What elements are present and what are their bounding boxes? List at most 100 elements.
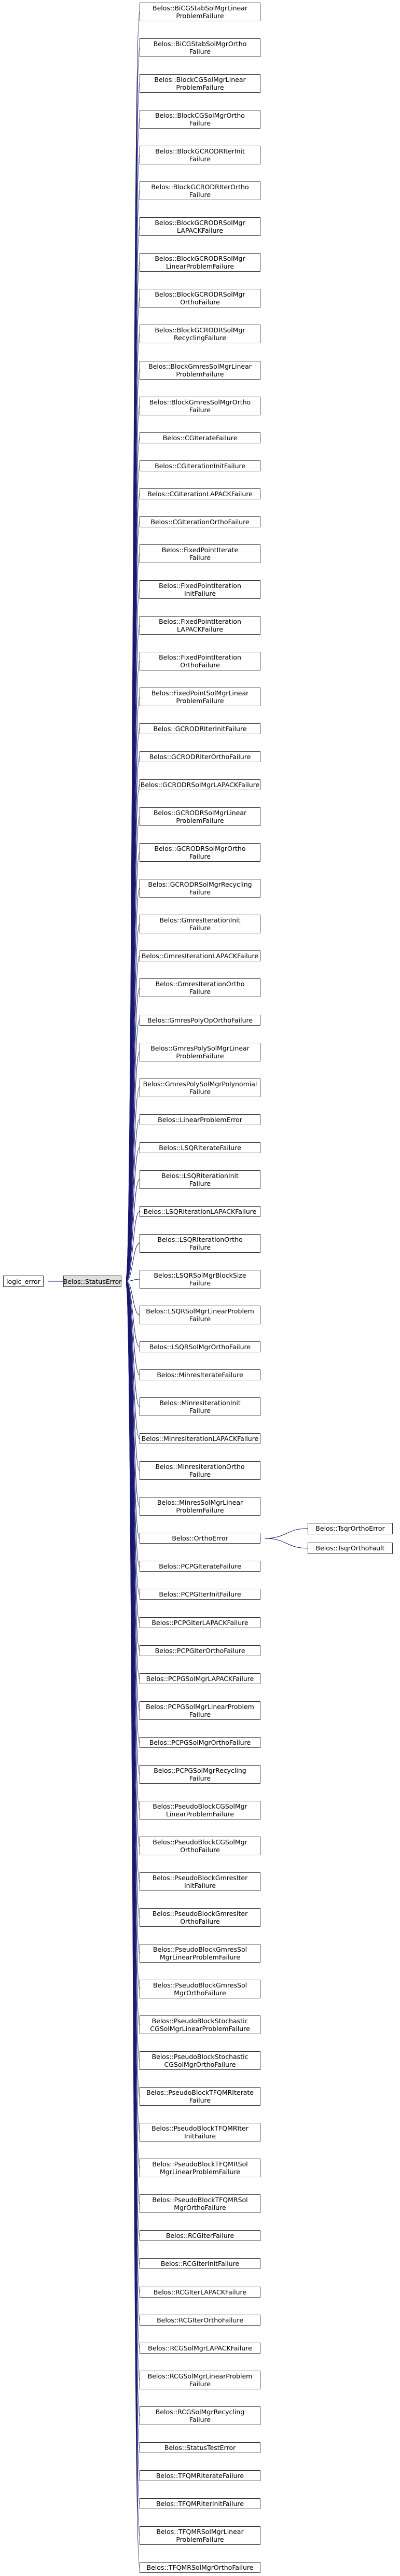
class-node-lsqriteration-lapackfailure[interactable]: Belos::LSQRIterationLAPACKFailure — [140, 1206, 260, 1217]
class-node-rcgsol-mgr-recycling-failure[interactable]: Belos::RCGSolMgrRecycling Failure — [140, 2406, 260, 2425]
class-node-lsqrsol-mgr-block-size-failure[interactable]: Belos::LSQRSolMgrBlockSize Failure — [140, 1269, 260, 1289]
class-node-label: Belos::MinresIterateFailure — [157, 1371, 243, 1379]
class-node-cgiteration-ortho-failure[interactable]: Belos::CGIterationOrthoFailure — [140, 516, 260, 527]
class-node-gcrodriter-init-failure[interactable]: Belos::GCRODRIterInitFailure — [140, 723, 260, 735]
class-node-bi-cgstab-sol-mgr-linear-problem-failure[interactable]: Belos::BiCGStabSolMgrLinear ProblemFailu… — [140, 3, 260, 21]
class-node-minres-iteration-lapackfailure[interactable]: Belos::MinresIterationLAPACKFailure — [140, 1433, 260, 1445]
class-node-pseudo-block-tfqmrsol-mgr-linear-problem-failure[interactable]: Belos::PseudoBlockTFQMRSol MgrLinearProb… — [140, 2159, 260, 2178]
class-node-cgiterate-failure[interactable]: Belos::CGIterateFailure — [140, 432, 260, 443]
class-node-pseudo-block-stochastic-cgsol-mgr-linear-problem-failure[interactable]: Belos::PseudoBlockStochastic CGSolMgrLin… — [140, 2015, 260, 2035]
class-node-pseudo-block-gmres-iter-ortho-failure[interactable]: Belos::PseudoBlockGmresIter OrthoFailure — [140, 1908, 260, 1927]
class-node-pseudo-block-gmres-iter-init-failure[interactable]: Belos::PseudoBlockGmresIter InitFailure — [140, 1872, 260, 1891]
class-node-block-gcrodrsol-mgr-ortho-failure[interactable]: Belos::BlockGCRODRSolMgr OrthoFailure — [140, 289, 260, 308]
class-node-pseudo-block-gmres-sol-mgr-ortho-failure[interactable]: Belos::PseudoBlockGmresSol MgrOrthoFailu… — [140, 1980, 260, 1999]
class-node-tfqmriterate-failure[interactable]: Belos::TFQMRIterateFailure — [140, 2470, 260, 2481]
inheritance-edge — [126, 1285, 140, 2568]
class-node-pseudo-block-stochastic-cgsol-mgr-ortho-failure[interactable]: Belos::PseudoBlockStochastic CGSolMgrOrt… — [140, 2051, 260, 2070]
class-node-gcrodrsol-mgr-linear-problem-failure[interactable]: Belos::GCRODRSolMgrLinear ProblemFailure — [140, 807, 260, 827]
class-node-tsqr-ortho-error[interactable]: Belos::TsqrOrthoError — [308, 1522, 393, 1534]
class-node-block-gcrodrsol-mgr-recycling-failure[interactable]: Belos::BlockGCRODRSolMgr RecyclingFailur… — [140, 325, 260, 344]
class-node-cgiteration-init-failure[interactable]: Belos::CGIterationInitFailure — [140, 460, 260, 471]
inheritance-edge — [126, 1281, 140, 1407]
class-node-label: Belos::GCRODRSolMgrRecycling Failure — [148, 880, 252, 897]
class-node-minres-sol-mgr-linear-problem-failure[interactable]: Belos::MinresSolMgrLinear ProblemFailure — [140, 1497, 260, 1516]
class-node-block-gcrodrsol-mgr-linear-problem-failure[interactable]: Belos::BlockGCRODRSolMgr LinearProblemFa… — [140, 253, 260, 272]
class-node-lsqriteration-ortho-failure[interactable]: Belos::LSQRIterationOrtho Failure — [140, 1234, 260, 1253]
class-node-fixed-point-iteration-init-failure[interactable]: Belos::FixedPointIteration InitFailure — [140, 580, 260, 599]
class-node-pseudo-block-tfqmriter-init-failure[interactable]: Belos::PseudoBlockTFQMRIter InitFailure — [140, 2123, 260, 2142]
class-node-pcpgsol-mgr-ortho-failure[interactable]: Belos::PCPGSolMgrOrthoFailure — [140, 1737, 260, 1748]
class-node-pcpgsol-mgr-recycling-failure[interactable]: Belos::PCPGSolMgrRecycling Failure — [140, 1765, 260, 1784]
class-node-gmres-poly-op-ortho-failure[interactable]: Belos::GmresPolyOpOrthoFailure — [140, 1014, 260, 1026]
class-node-label: Belos::RCGIterInitFailure — [160, 2260, 240, 2268]
class-node-block-gcrodriter-ortho-failure[interactable]: Belos::BlockGCRODRIterOrtho Failure — [140, 181, 260, 201]
class-node-pcpgiterate-failure[interactable]: Belos::PCPGIterateFailure — [140, 1561, 260, 1572]
class-node-label: Belos::GCRODRSolMgrLinear ProblemFailure — [153, 809, 247, 825]
class-node-minres-iteration-init-failure[interactable]: Belos::MinresIterationInit Failure — [140, 1397, 260, 1417]
class-node-pcpgsol-mgr-linear-problem-failure[interactable]: Belos::PCPGSolMgrLinearProblem Failure — [140, 1701, 260, 1720]
class-node-label: Belos::GCRODRIterOrthoFailure — [149, 753, 251, 761]
class-node-fixed-point-iterate-failure[interactable]: Belos::FixedPointIterate Failure — [140, 544, 260, 563]
class-node-rcgiter-init-failure[interactable]: Belos::RCGIterInitFailure — [140, 2258, 260, 2270]
class-node-block-cgsol-mgr-linear-problem-failure[interactable]: Belos::BlockCGSolMgrLinear ProblemFailur… — [140, 74, 260, 93]
class-node-pseudo-block-cgsol-mgr-ortho-failure[interactable]: Belos::PseudoBlockCGSolMgr OrthoFailure — [140, 1836, 260, 1855]
class-node-tfqmrsol-mgr-linear-problem-failure[interactable]: Belos::TFQMRSolMgrLinear ProblemFailure — [140, 2526, 260, 2545]
class-node-pseudo-block-tfqmriterate-failure[interactable]: Belos::PseudoBlockTFQMRIterate Failure — [140, 2087, 260, 2106]
class-node-tfqmriter-init-failure[interactable]: Belos::TFQMRIterInitFailure — [140, 2498, 260, 2509]
class-node-bi-cgstab-sol-mgr-ortho-failure[interactable]: Belos::BiCGStabSolMgrOrtho Failure — [140, 38, 260, 58]
class-node-lsqrsol-mgr-ortho-failure[interactable]: Belos::LSQRSolMgrOrthoFailure — [140, 1341, 260, 1353]
class-node-cgiteration-lapackfailure[interactable]: Belos::CGIterationLAPACKFailure — [140, 488, 260, 499]
class-node-rcgsol-mgr-lapackfailure[interactable]: Belos::RCGSolMgrLAPACKFailure — [140, 2342, 260, 2354]
class-node-lsqriterate-failure[interactable]: Belos::LSQRIterateFailure — [140, 1142, 260, 1153]
class-node-pcpgiter-lapackfailure[interactable]: Belos::PCPGIterLAPACKFailure — [140, 1617, 260, 1628]
class-node-tsqr-ortho-fault[interactable]: Belos::TsqrOrthoFault — [308, 1542, 393, 1554]
class-node-pseudo-block-tfqmrsol-mgr-ortho-failure[interactable]: Belos::PseudoBlockTFQMRSol MgrOrthoFailu… — [140, 2194, 260, 2214]
class-node-gmres-poly-sol-mgr-linear-problem-failure[interactable]: Belos::GmresPolySolMgrLinear ProblemFail… — [140, 1042, 260, 1061]
class-node-linear-problem-error[interactable]: Belos::LinearProblemError — [140, 1114, 260, 1125]
class-node-rcgsol-mgr-linear-problem-failure[interactable]: Belos::RCGSolMgrLinearProblem Failure — [140, 2370, 260, 2389]
class-node-fixed-point-sol-mgr-linear-problem-failure[interactable]: Belos::FixedPointSolMgrLinear ProblemFai… — [140, 688, 260, 707]
class-node-rcgiter-failure[interactable]: Belos::RCGIterFailure — [140, 2230, 260, 2242]
class-node-gcrodrsol-mgr-recycling-failure[interactable]: Belos::GCRODRSolMgrRecycling Failure — [140, 879, 260, 898]
class-node-rcgiter-ortho-failure[interactable]: Belos::RCGIterOrthoFailure — [140, 2314, 260, 2326]
class-node-block-gcrodriter-init-failure[interactable]: Belos::BlockGCRODRIterInit Failure — [140, 146, 260, 165]
class-node-label: Belos::MinresIterationInit Failure — [159, 1399, 241, 1415]
class-node-label: Belos::RCGSolMgrRecycling Failure — [155, 2407, 245, 2424]
class-node-label: Belos::PseudoBlockTFQMRSol MgrOrthoFailu… — [152, 2196, 248, 2212]
class-node-label: Belos::RCGIterFailure — [165, 2232, 235, 2240]
inheritance-edge — [126, 1211, 140, 1282]
class-node-label: Belos::BlockGCRODRSolMgr RecyclingFailur… — [155, 326, 245, 342]
class-node-gmres-poly-sol-mgr-polynomial-failure[interactable]: Belos::GmresPolySolMgrPolynomial Failure — [140, 1078, 260, 1097]
class-node-minres-iteration-ortho-failure[interactable]: Belos::MinresIterationOrtho Failure — [140, 1461, 260, 1480]
class-node-fixed-point-iteration-ortho-failure[interactable]: Belos::FixedPointIteration OrthoFailure — [140, 651, 260, 670]
class-node-pcpgsol-mgr-lapackfailure[interactable]: Belos::PCPGSolMgrLAPACKFailure — [140, 1673, 260, 1684]
class-node-gmres-iteration-init-failure[interactable]: Belos::GmresIterationInit Failure — [140, 915, 260, 934]
class-node-label: Belos::CGIterationLAPACKFailure — [147, 489, 253, 498]
class-node-minres-iterate-failure[interactable]: Belos::MinresIterateFailure — [140, 1369, 260, 1381]
class-node-pcpgiter-ortho-failure[interactable]: Belos::PCPGIterOrthoFailure — [140, 1645, 260, 1656]
class-node-label: Belos::RCGSolMgrLinearProblem Failure — [147, 2372, 253, 2388]
class-node-block-gcrodrsol-mgr-lapackfailure[interactable]: Belos::BlockGCRODRSolMgr LAPACKFailure — [140, 217, 260, 236]
class-node-gmres-iteration-ortho-failure[interactable]: Belos::GmresIterationOrtho Failure — [140, 978, 260, 998]
class-node-block-gmres-sol-mgr-ortho-failure[interactable]: Belos::BlockGmresSolMgrOrtho Failure — [140, 396, 260, 415]
class-node-gcrodriter-ortho-failure[interactable]: Belos::GCRODRIterOrthoFailure — [140, 751, 260, 763]
class-node-label: logic_error — [6, 1277, 40, 1285]
class-node-block-cgsol-mgr-ortho-failure[interactable]: Belos::BlockCGSolMgrOrtho Failure — [140, 110, 260, 129]
class-node-label: Belos::PseudoBlockCGSolMgr OrthoFailure — [153, 1838, 247, 1854]
class-node-lsqrsol-mgr-linear-problem-failure[interactable]: Belos::LSQRSolMgrLinearProblem Failure — [140, 1306, 260, 1324]
class-node-lsqriteration-init-failure[interactable]: Belos::LSQRIterationInit Failure — [140, 1170, 260, 1189]
class-node-ortho-error[interactable]: Belos::OrthoError — [140, 1533, 260, 1544]
class-node-tfqmrsol-mgr-ortho-failure[interactable]: Belos::TFQMRSolMgrOrthoFailure — [140, 2562, 260, 2573]
class-node-rcgiter-lapackfailure[interactable]: Belos::RCGIterLAPACKFailure — [140, 2286, 260, 2298]
class-node-pcpgiter-init-failure[interactable]: Belos::PCPGIterInitFailure — [140, 1589, 260, 1600]
class-node-gmres-iteration-lapackfailure[interactable]: Belos::GmresIterationLAPACKFailure — [140, 950, 260, 962]
class-node-pseudo-block-cgsol-mgr-linear-problem-failure[interactable]: Belos::PseudoBlockCGSolMgr LinearProblem… — [140, 1800, 260, 1819]
class-node-gcrodrsol-mgr-ortho-failure[interactable]: Belos::GCRODRSolMgrOrtho Failure — [140, 843, 260, 862]
class-node-block-gmres-sol-mgr-linear-problem-failure[interactable]: Belos::BlockGmresSolMgrLinear ProblemFai… — [140, 360, 260, 380]
class-node-fixed-point-iteration-lapackfailure[interactable]: Belos::FixedPointIteration LAPACKFailure — [140, 615, 260, 635]
class-node-status-test-error[interactable]: Belos::StatusTestError — [140, 2442, 260, 2453]
class-node-pseudo-block-gmres-sol-mgr-linear-problem-failure[interactable]: Belos::PseudoBlockGmresSol MgrLinearProb… — [140, 1944, 260, 1963]
class-node-gcrodrsol-mgr-lapackfailure[interactable]: Belos::GCRODRSolMgrLAPACKFailure — [140, 779, 260, 791]
inheritance-edge — [126, 1281, 140, 1376]
class-node-logic-error[interactable]: logic_error — [3, 1276, 44, 1287]
